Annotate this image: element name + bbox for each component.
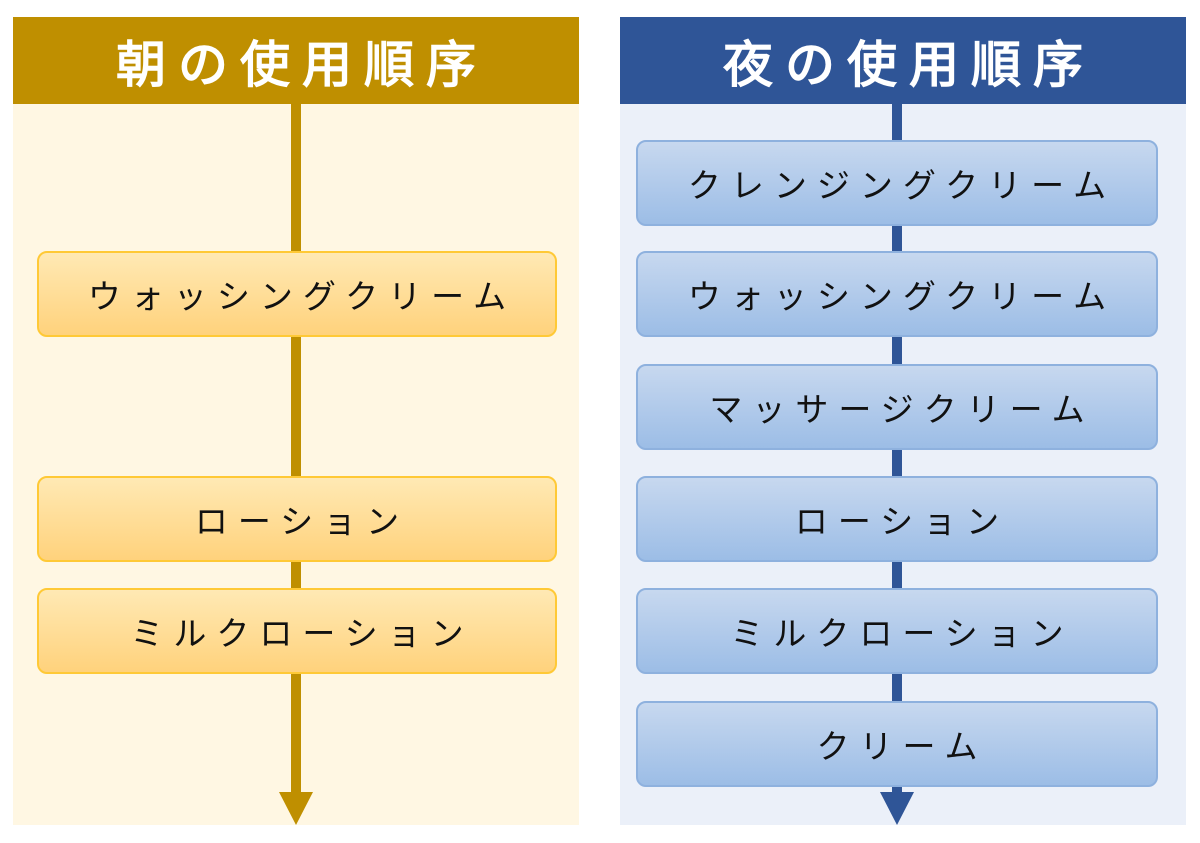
night-title: 夜の使用順序 (620, 17, 1186, 104)
night-arrow-down-icon (880, 792, 914, 825)
morning-arrow-down-icon (279, 792, 313, 825)
morning-step-washing-cream: ウォッシングクリーム (37, 251, 557, 337)
morning-title: 朝の使用順序 (13, 17, 579, 104)
night-step-milk-lotion: ミルクローション (636, 588, 1158, 674)
night-step-cream: クリーム (636, 701, 1158, 787)
night-panel: 夜の使用順序 クレンジングクリーム ウォッシングクリーム マッサージクリーム ロ… (620, 17, 1186, 825)
morning-panel: 朝の使用順序 ウォッシングクリーム ローション ミルクローション (13, 17, 579, 825)
morning-step-milk-lotion: ミルクローション (37, 588, 557, 674)
night-step-lotion: ローション (636, 476, 1158, 562)
morning-step-lotion: ローション (37, 476, 557, 562)
night-step-cleansing-cream: クレンジングクリーム (636, 140, 1158, 226)
night-step-washing-cream: ウォッシングクリーム (636, 251, 1158, 337)
night-step-massage-cream: マッサージクリーム (636, 364, 1158, 450)
morning-flow-line (291, 104, 301, 804)
